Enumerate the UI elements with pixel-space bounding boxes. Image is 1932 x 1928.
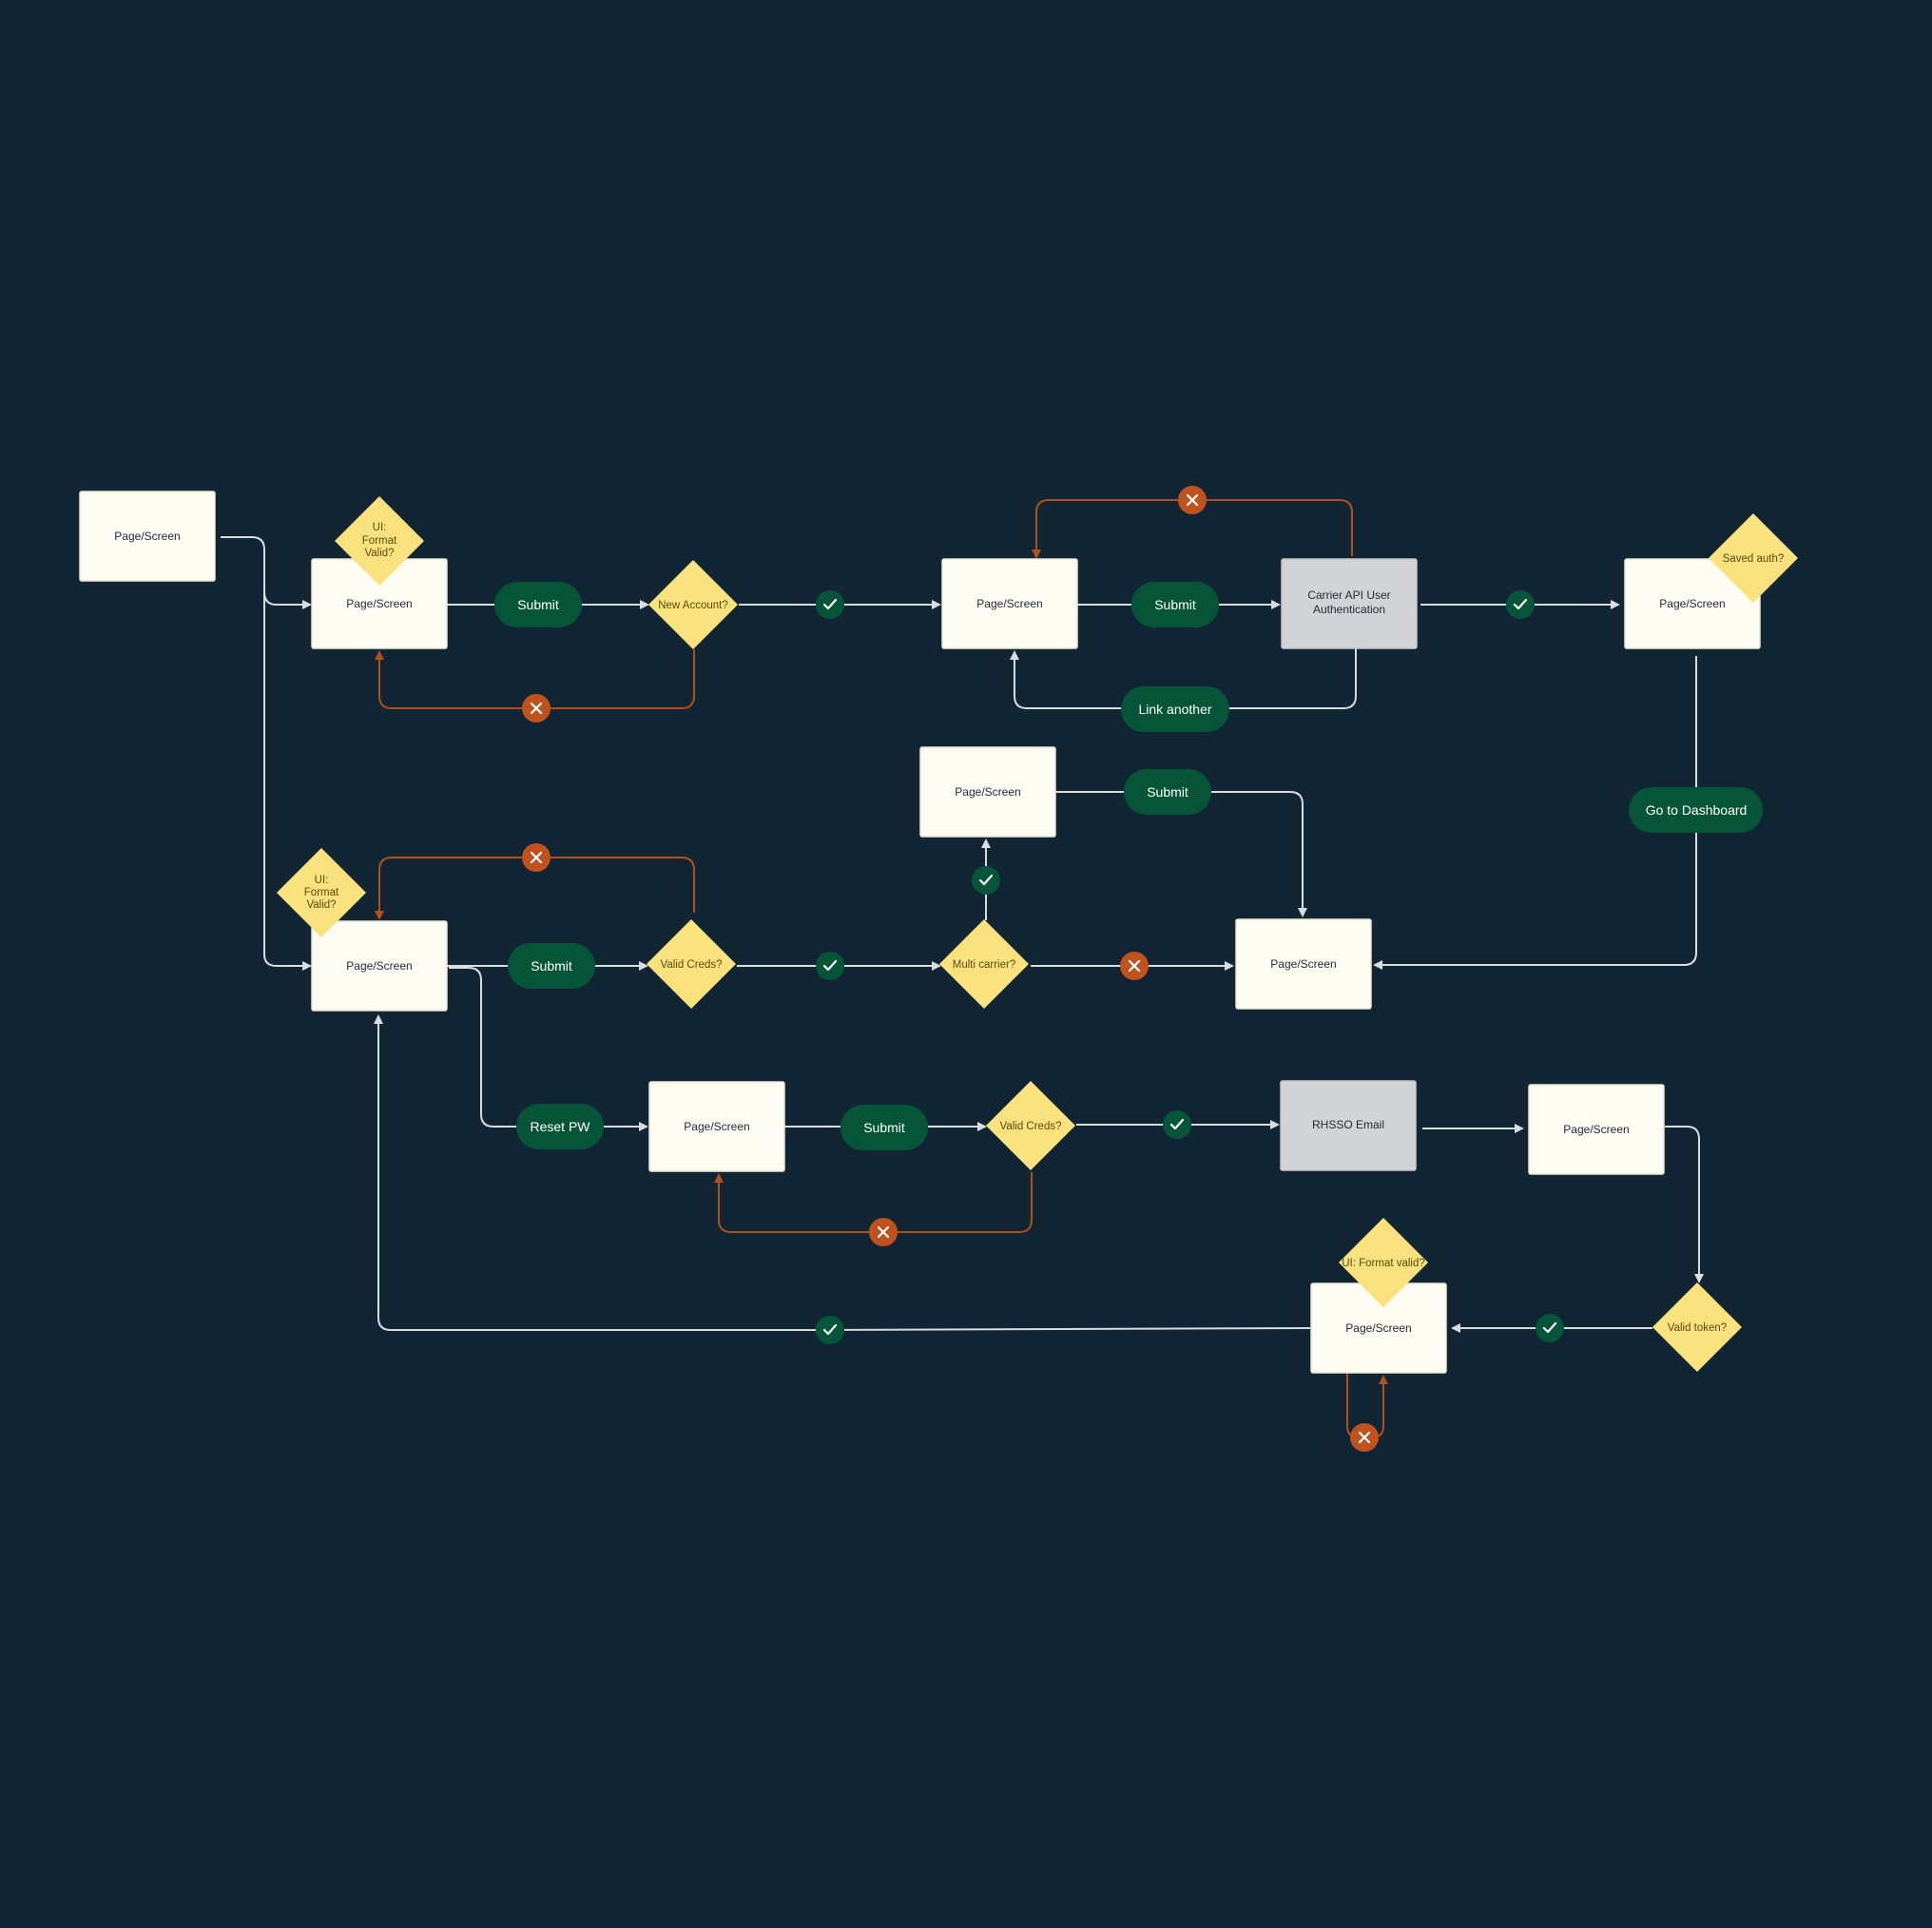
submit-button-signup[interactable]: Submit [494, 582, 582, 627]
failure-badge [1120, 952, 1149, 980]
decision-valid-creds-2: Valid Creds? [986, 1081, 1075, 1170]
decision-format-valid-1: UI: Format Valid? [335, 496, 424, 586]
connector-start-to-signup [221, 536, 312, 609]
page-email-link[interactable]: Page/Screen [1528, 1084, 1665, 1175]
service-carrier-api[interactable]: Carrier API User Authentication [1281, 558, 1418, 649]
go-to-dashboard-button-label: Go to Dashboard [1646, 802, 1748, 818]
decision-format-valid-3: UI: Format valid? [1339, 1218, 1428, 1307]
page-dashboard-label: Page/Screen [1270, 957, 1336, 971]
decision-format-valid-1-line2: Format [362, 535, 397, 547]
link-another-button-label: Link another [1138, 702, 1211, 717]
decision-format-valid-2: UI: Format Valid? [277, 848, 366, 937]
x-icon [1358, 1431, 1371, 1444]
success-badge [1163, 1110, 1191, 1139]
submit-button-select-carrier-label: Submit [1147, 784, 1188, 800]
page-saved-auth-label: Page/Screen [1659, 597, 1725, 610]
x-icon [1186, 493, 1199, 507]
page-reset-pw[interactable]: Page/Screen [648, 1081, 785, 1172]
page-reset-pw-label: Page/Screen [684, 1120, 749, 1133]
go-to-dashboard-button[interactable]: Go to Dashboard [1629, 787, 1763, 833]
success-badge [816, 1316, 844, 1344]
check-icon [822, 598, 838, 610]
page-select-carrier[interactable]: Page/Screen [919, 746, 1056, 838]
service-rhsso-email-label: RHSSO Email [1312, 1118, 1384, 1131]
page-dashboard[interactable]: Page/Screen [1235, 918, 1372, 1010]
submit-button-signup-label: Submit [517, 597, 559, 612]
page-link-carrier[interactable]: Page/Screen [941, 558, 1078, 649]
decision-format-valid-2-line2: Format [304, 887, 339, 898]
decision-format-valid-1-line1: UI: [373, 522, 387, 533]
page-new-pw[interactable]: Page/Screen [1310, 1282, 1447, 1374]
success-badge [816, 952, 844, 980]
reset-pw-button-label: Reset PW [530, 1119, 590, 1134]
submit-button-login-label: Submit [531, 958, 572, 974]
x-icon [530, 851, 543, 864]
decision-valid-token-label: Valid token? [1668, 1322, 1727, 1334]
page-saved-auth[interactable]: Page/Screen [1624, 558, 1761, 649]
check-icon [1542, 1321, 1557, 1334]
failure-badge [869, 1218, 898, 1246]
service-carrier-api-line1: Carrier API User [1307, 588, 1390, 602]
page-start-label: Page/Screen [114, 530, 180, 543]
success-badge [1506, 590, 1535, 619]
service-rhsso-email[interactable]: RHSSO Email [1280, 1080, 1417, 1171]
failure-badge [1178, 486, 1207, 514]
failure-badge [522, 843, 551, 872]
x-icon [877, 1225, 890, 1239]
decision-saved-auth: Saved auth? [1709, 513, 1798, 603]
page-signup-label: Page/Screen [346, 597, 412, 610]
connector-select-carrier-to-dashboard [1055, 791, 1307, 917]
decision-multi-carrier-label: Multi carrier? [953, 959, 1015, 971]
submit-button-select-carrier[interactable]: Submit [1124, 769, 1211, 815]
decision-format-valid-2-line1: UI: [315, 875, 329, 886]
submit-button-login[interactable]: Submit [508, 943, 595, 989]
check-icon [978, 874, 994, 886]
submit-button-reset-pw-label: Submit [863, 1120, 905, 1135]
x-icon [530, 702, 543, 715]
decision-format-valid-2-line3: Valid? [306, 899, 336, 911]
page-link-carrier-label: Page/Screen [976, 597, 1042, 610]
submit-button-reset-pw[interactable]: Submit [840, 1105, 928, 1150]
failure-badge [522, 694, 551, 723]
decision-valid-creds-1-label: Valid Creds? [661, 959, 723, 971]
decision-valid-token: Valid token? [1652, 1282, 1742, 1372]
page-login-label: Page/Screen [346, 959, 412, 973]
decision-new-account-label: New Account? [658, 600, 728, 611]
service-carrier-api-line2: Authentication [1313, 603, 1385, 616]
success-badge [972, 866, 1000, 895]
decision-valid-creds-1: Valid Creds? [647, 919, 736, 1009]
page-select-carrier-label: Page/Screen [955, 785, 1020, 799]
decision-new-account: New Account? [648, 560, 738, 649]
x-icon [1128, 959, 1141, 973]
connector-login-to-reset-pw [449, 967, 516, 1128]
page-email-link-label: Page/Screen [1563, 1123, 1629, 1136]
success-badge [1536, 1314, 1564, 1342]
success-badge [816, 590, 844, 619]
decision-format-valid-1-line3: Valid? [364, 548, 394, 559]
submit-button-link-carrier[interactable]: Submit [1131, 582, 1219, 627]
check-icon [1513, 598, 1528, 610]
page-start[interactable]: Page/Screen [79, 491, 216, 582]
decision-multi-carrier: Multi carrier? [939, 919, 1029, 1009]
check-icon [1169, 1118, 1185, 1130]
check-icon [822, 959, 838, 972]
link-another-button[interactable]: Link another [1121, 686, 1229, 732]
check-icon [822, 1323, 838, 1336]
connector-dashboard-pill-to-dashboard [1373, 833, 1697, 970]
connector-start-to-login [263, 589, 312, 971]
page-login[interactable]: Page/Screen [311, 920, 448, 1012]
decision-valid-creds-2-label: Valid Creds? [1000, 1121, 1062, 1132]
connector-new-pw-to-login [374, 1014, 1311, 1331]
decision-format-valid-3-label: UI: Format valid? [1342, 1258, 1425, 1269]
decision-saved-auth-label: Saved auth? [1723, 553, 1785, 565]
connector-email-page-to-valid-token [1665, 1126, 1704, 1283]
page-new-pw-label: Page/Screen [1345, 1321, 1411, 1335]
failure-badge [1350, 1423, 1379, 1452]
reset-pw-button[interactable]: Reset PW [516, 1104, 604, 1149]
submit-button-link-carrier-label: Submit [1154, 597, 1196, 612]
